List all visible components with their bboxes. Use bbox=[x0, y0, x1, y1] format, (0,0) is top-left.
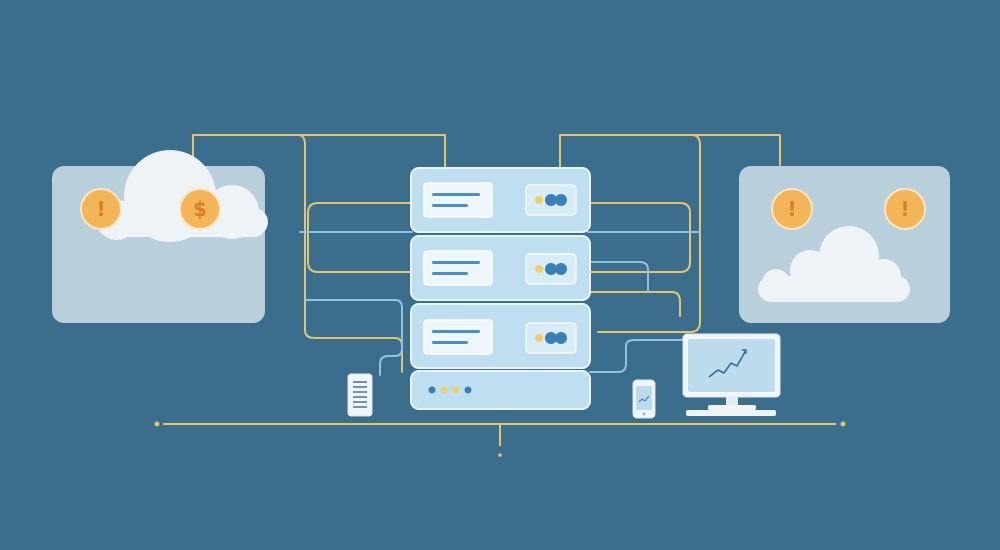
wire-left-outer bbox=[297, 134, 403, 373]
led-indicator-icon bbox=[525, 184, 577, 216]
smartphone-icon bbox=[632, 379, 656, 419]
coin-icon: ! bbox=[884, 188, 926, 230]
server-base-icon bbox=[410, 370, 591, 410]
wire-right-loop bbox=[589, 202, 691, 273]
wire-blue-left-low bbox=[304, 299, 403, 376]
coin-icon: ! bbox=[771, 188, 813, 230]
coin-glyph: ! bbox=[787, 197, 796, 221]
coin-glyph: ! bbox=[900, 197, 909, 221]
server-unit-icon bbox=[410, 303, 591, 369]
cloud-icon bbox=[758, 226, 910, 302]
coin-icon: $ bbox=[179, 188, 221, 230]
monitor-chart-icon bbox=[682, 333, 781, 416]
coin-icon: ! bbox=[80, 188, 122, 230]
server-unit-icon bbox=[410, 235, 591, 301]
connection-wires bbox=[192, 134, 781, 376]
wire-right-low bbox=[589, 291, 681, 317]
wire-blue-right-low bbox=[589, 339, 691, 373]
server-rack bbox=[410, 167, 591, 410]
coin-glyph: ! bbox=[96, 197, 105, 221]
wire-right-outer bbox=[597, 134, 701, 333]
network-bus-icon bbox=[154, 421, 846, 457]
led-indicator-icon bbox=[525, 253, 577, 285]
wire-left-loop bbox=[307, 202, 411, 273]
led-indicator-icon bbox=[525, 322, 577, 354]
wire-blue-right-mid bbox=[589, 261, 649, 293]
server-unit-icon bbox=[410, 167, 591, 233]
wire-right-top bbox=[559, 134, 781, 171]
left-cloud-panel: ! $ bbox=[52, 150, 268, 323]
coin-glyph: $ bbox=[193, 197, 207, 221]
server-tower-icon bbox=[347, 373, 373, 417]
right-cloud-panel: ! ! bbox=[739, 166, 950, 323]
